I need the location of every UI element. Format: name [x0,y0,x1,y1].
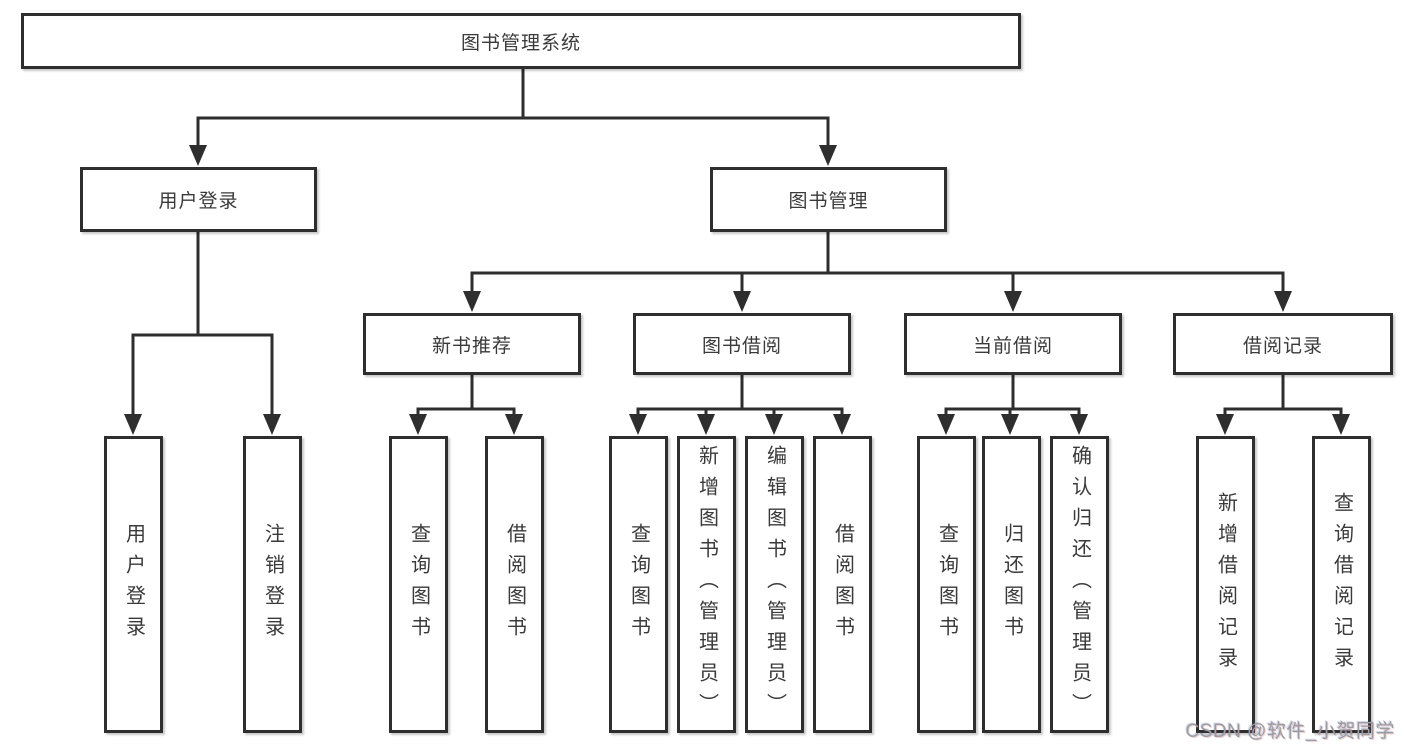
leaf-borrow-books-1-label: 借阅图书 [503,522,526,647]
leaf-query-books-2-label: 查询图书 [627,522,650,647]
connector-book-borrow-children [636,373,844,417]
leaf-query-books-3-label: 查询图书 [935,522,958,647]
leaf-query-books-2: 查询图书 [609,436,668,733]
leaf-return-books: 归还图书 [982,436,1041,733]
node-book-management-label: 图书管理 [788,191,869,212]
arrowhead [765,414,783,435]
leaf-logout: 注销登录 [243,436,302,733]
node-root-label: 图书管理系统 [460,32,581,54]
leaf-confirm-return-admin-label: 确认归还（管理员） [1068,445,1091,724]
arrowhead [937,414,955,435]
leaf-query-books-1: 查询图书 [389,436,448,733]
leaf-borrow-books-1: 借阅图书 [485,436,544,733]
arrowhead [819,145,837,166]
arrowhead [697,414,715,435]
arrowhead [463,291,481,312]
node-borrow-records-label: 借阅记录 [1242,335,1323,357]
leaf-borrow-books-2: 借阅图书 [813,436,872,733]
node-book-management: 图书管理 [710,167,947,232]
arrowhead [1004,291,1022,312]
arrowhead [409,414,427,435]
node-current-borrow: 当前借阅 [904,313,1122,375]
node-book-borrow: 图书借阅 [633,313,851,375]
leaf-query-books-1-label: 查询图书 [407,522,430,647]
leaf-query-books-3: 查询图书 [917,436,976,733]
leaf-add-books-admin: 新增图书（管理员） [677,436,736,733]
node-current-borrow-label: 当前借阅 [972,335,1053,357]
arrowhead [189,145,207,166]
connector-book-mgmt-children [470,230,1285,294]
node-new-book-recommend: 新书推荐 [363,313,581,375]
arrowheads [124,145,1350,435]
arrowhead [1274,291,1292,312]
leaf-edit-books-admin-label: 编辑图书（管理员） [763,445,786,724]
node-root: 图书管理系统 [21,13,1021,69]
connector-new-book-children [416,373,516,417]
arrowhead [505,414,523,435]
arrowhead [733,291,751,312]
arrowhead [1216,414,1234,435]
arrowhead [1070,414,1088,435]
csdn-watermark: CSDN @软件_小贺同学 [1185,721,1395,742]
leaf-add-borrow-record-label: 新增借阅记录 [1214,491,1237,678]
node-user-login: 用户登录 [80,167,317,232]
node-user-login-label: 用户登录 [158,191,239,212]
arrowhead [124,414,142,435]
connector-borrow-records-children [1223,373,1343,417]
arrowhead [1001,414,1019,435]
connector-current-borrow-children [944,373,1081,417]
leaf-user-login: 用户登录 [104,436,163,733]
leaf-borrow-books-2-label: 借阅图书 [831,522,854,647]
connector-user-login-children [131,230,274,417]
leaf-add-borrow-record: 新增借阅记录 [1196,436,1255,733]
arrowhead [1332,414,1350,435]
node-borrow-records: 借阅记录 [1173,313,1393,375]
leaf-confirm-return-admin: 确认归还（管理员） [1050,436,1109,733]
leaf-edit-books-admin: 编辑图书（管理员） [745,436,804,733]
arrowhead [263,414,281,435]
connector-root-to-level2 [196,67,830,148]
leaf-query-borrow-record: 查询借阅记录 [1312,436,1371,733]
leaf-query-borrow-record-label: 查询借阅记录 [1330,491,1353,678]
leaf-return-books-label: 归还图书 [1000,522,1023,647]
leaf-user-login-label: 用户登录 [122,522,145,647]
node-new-book-recommend-label: 新书推荐 [431,335,512,357]
leaf-logout-label: 注销登录 [261,522,284,647]
node-book-borrow-label: 图书借阅 [701,335,782,357]
leaf-add-books-admin-label: 新增图书（管理员） [695,445,718,724]
arrowhead [833,414,851,435]
arrowhead [629,414,647,435]
